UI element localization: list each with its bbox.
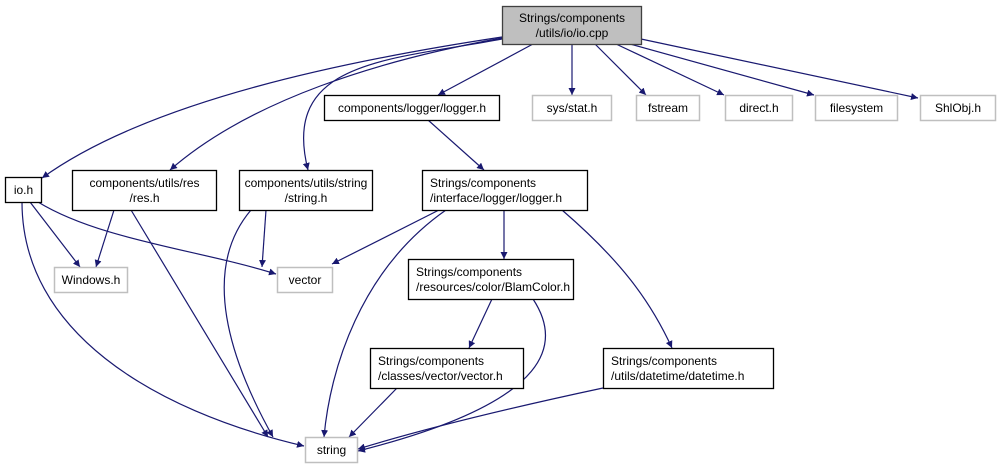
node-blamcolor-h[interactable]: Strings/components/resources/color/BlamC…	[407, 258, 575, 301]
node-box	[919, 94, 997, 122]
node-label-line: /resources/color/BlamColor.h	[416, 280, 570, 294]
node-box	[501, 5, 643, 46]
edge-root-to-logger_h	[437, 43, 534, 96]
node-datetime-h[interactable]: Strings/components/utils/datetime/dateti…	[602, 347, 775, 390]
edge-io_h-to-windows_h	[29, 201, 81, 268]
edge-root-to-string_h	[302, 38, 503, 171]
node-res-h[interactable]: components/utils/res/res.h	[71, 169, 218, 212]
edge-blamcolor_h-to-vector_h	[468, 298, 493, 349]
node-sys-stat-h: sys/stat.h	[531, 94, 613, 122]
node-label-line: Strings/components	[519, 11, 625, 25]
node-label-line: Strings/components	[611, 354, 717, 368]
node-shlobj-h: ShlObj.h	[919, 94, 997, 122]
node-label-line: /string.h	[285, 191, 328, 205]
node-direct-h: direct.h	[724, 94, 794, 122]
node-label-line: /res.h	[129, 191, 159, 205]
node-label-line: ShlObj.h	[935, 101, 981, 115]
node-box	[407, 258, 575, 301]
node-vector: vector	[276, 266, 334, 294]
node-io-h[interactable]: io.h	[4, 176, 43, 204]
node-windows-h: Windows.h	[53, 266, 129, 294]
node-box	[531, 94, 613, 122]
edge-logger_h-to-iface_logger_h	[427, 119, 485, 171]
node-fstream: fstream	[635, 94, 701, 122]
edge-root-to-shlobj_h	[640, 38, 919, 100]
node-label-line: filesystem	[830, 101, 883, 115]
node-label-line: components/utils/string	[245, 176, 368, 190]
node-box	[304, 436, 359, 464]
node-box	[323, 94, 501, 122]
edge-string_h-to-string	[223, 209, 274, 438]
node-label-line: Strings/components	[416, 265, 522, 279]
edge-io_h-to-vector	[37, 201, 277, 276]
edge-iface_logger_h-to-string	[321, 209, 447, 438]
node-label-line: direct.h	[739, 101, 778, 115]
node-filesystem: filesystem	[814, 94, 899, 122]
edge-root-to-fstream	[594, 43, 647, 96]
node-box	[724, 94, 794, 122]
node-string-h[interactable]: components/utils/string/string.h	[238, 169, 374, 212]
edge-string_h-to-vector	[258, 209, 267, 268]
node-label-line: Strings/components	[430, 176, 536, 190]
edges-layer	[21, 36, 919, 453]
edge-root-to-io_h	[41, 36, 503, 179]
node-label-line: /utils/datetime/datetime.h	[611, 369, 744, 383]
node-box	[635, 94, 701, 122]
node-label-line: components/logger/logger.h	[338, 101, 486, 115]
node-label-line: /utils/io/io.cpp	[536, 26, 609, 40]
node-box	[4, 176, 43, 204]
node-label-line: components/utils/res	[89, 176, 199, 190]
node-box	[421, 169, 589, 212]
node-label-line: io.h	[14, 183, 33, 197]
nodes-layer: Strings/components/utils/io/io.cpp compon…	[4, 5, 997, 464]
edge-res_h-to-string	[130, 209, 269, 438]
node-label-line: vector	[289, 273, 322, 287]
node-logger-h[interactable]: components/logger/logger.h	[323, 94, 501, 122]
node-box	[369, 347, 525, 390]
node-iface-logger-h[interactable]: Strings/components/interface/logger/logg…	[421, 169, 589, 212]
node-root[interactable]: Strings/components/utils/io/io.cpp	[501, 5, 643, 46]
node-label-line: string	[317, 443, 346, 457]
edge-io_h-to-string	[21, 201, 305, 448]
node-label-line: Windows.h	[62, 273, 121, 287]
edge-blamcolor_h-to-string	[357, 298, 547, 453]
edge-iface_logger_h-to-datetime_h	[561, 209, 673, 349]
node-label-line: /classes/vector/vector.h	[378, 369, 503, 383]
node-box	[814, 94, 899, 122]
node-label-line: fstream	[648, 101, 688, 115]
node-label-line: sys/stat.h	[547, 101, 598, 115]
edge-datetime_h-to-string	[357, 387, 604, 451]
node-label-line: Strings/components	[378, 354, 484, 368]
edge-iface_logger_h-to-vector	[331, 209, 440, 265]
edge-res_h-to-windows_h	[94, 209, 115, 268]
node-box	[53, 266, 129, 294]
edge-root-to-filesystem	[629, 43, 815, 97]
node-box	[602, 347, 775, 390]
edge-root-to-direct_h	[615, 43, 725, 96]
node-box	[276, 266, 334, 294]
node-label-line: /interface/logger/logger.h	[430, 191, 562, 205]
node-vector-h[interactable]: Strings/components/classes/vector/vector…	[369, 347, 525, 390]
node-string: string	[304, 436, 359, 464]
node-box	[238, 169, 374, 212]
node-box	[71, 169, 218, 212]
edge-vector_h-to-string	[348, 387, 398, 438]
